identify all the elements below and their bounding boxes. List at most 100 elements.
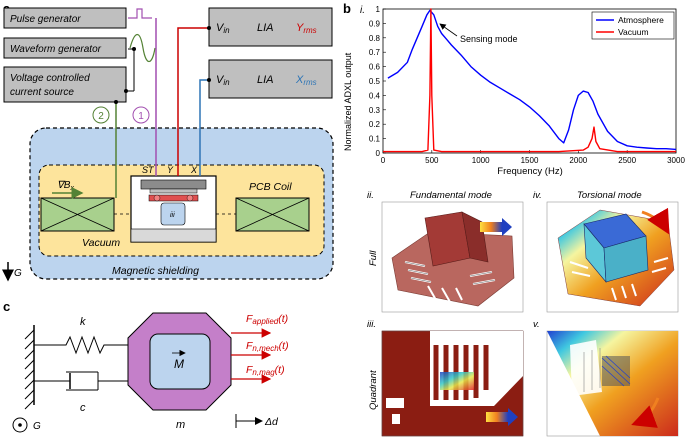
force-mech-label: Fn,mech(t): [246, 340, 289, 353]
y-tick-label: 0.5: [369, 77, 381, 86]
circle-2: [92, 106, 110, 124]
x-tick-label: 500: [425, 156, 439, 165]
x-tick-label: 0: [381, 156, 386, 165]
sub-v-label: v.: [533, 319, 540, 330]
node-waveform: [132, 47, 136, 51]
port-x: X: [190, 165, 198, 175]
sub-iii-label: iii.: [367, 319, 376, 330]
panel-b-label: b: [343, 1, 351, 16]
y-tick-label: 1: [376, 5, 381, 14]
y-tick-label: 0.2: [369, 120, 381, 129]
node-lia-x: [207, 78, 211, 82]
pcb-coil-label: PCB Coil: [249, 181, 292, 193]
fem-fundamental-full: [381, 201, 524, 313]
magnetic-shielding-label: Magnetic shielding: [112, 265, 199, 277]
lia-y-box: Vin LIA Yrms: [208, 7, 333, 47]
y-tick-label: 0.7: [369, 48, 381, 57]
y-tick-label: 0.4: [369, 91, 381, 100]
legend-vacuum: Vacuum: [618, 27, 649, 37]
port-st: ST: [142, 165, 155, 175]
sub-ii-label: ii.: [367, 190, 374, 201]
vacuum-label: Vacuum: [82, 237, 120, 249]
proof-mass: [160, 202, 186, 226]
lia-y-label: LIA: [257, 22, 274, 34]
force-mag-label: Fn,mag(t): [246, 364, 285, 377]
gravity-out-of-page-icon: [12, 417, 28, 433]
x-tick-label: 2000: [569, 156, 587, 165]
x-axis-label: Frequency (Hz): [497, 166, 562, 177]
quadrant-row-label: Quadrant: [368, 370, 379, 410]
motion-direction-arrow-ii: [480, 222, 502, 232]
y-tick-label: 0.8: [369, 34, 381, 43]
mass-label: m: [176, 419, 185, 431]
y-tick-label: 0.6: [369, 63, 381, 72]
port-y: Y: [167, 165, 174, 175]
y-tick-label: 0.3: [369, 106, 381, 115]
chip-cap: [140, 179, 207, 190]
chip-base: [130, 228, 217, 243]
sub-iv-label: iv.: [533, 190, 542, 201]
fem-torsional-full: [546, 201, 679, 313]
force-applied-label: Fapplied(t): [246, 313, 288, 326]
lia-x-label: LIA: [257, 74, 274, 86]
lia-x-box: Vin LIA Xrms: [208, 59, 333, 99]
coil-right: [235, 197, 310, 232]
chip-label: iii: [170, 212, 175, 219]
chip-spring-left: [153, 194, 161, 202]
magnetization-region: [149, 333, 211, 390]
circle-2-label: 2: [98, 111, 104, 122]
damper: [34, 371, 128, 391]
vccs-label-line2: current source: [10, 87, 74, 98]
series-line-vacuum: [383, 8, 676, 153]
waveform-generator-label: Waveform generator: [10, 44, 102, 55]
series-lines: [383, 8, 677, 153]
vccs-label-line1: Voltage controlled: [10, 73, 90, 84]
x-tick-label: 1500: [521, 156, 539, 165]
panel-c-label: c: [3, 299, 10, 314]
wire-y-lia: [177, 27, 209, 176]
fem-fundamental-quadrant: [381, 330, 524, 437]
rotation-arrow-v: [631, 397, 660, 428]
torsional-mode-title: Torsional mode: [577, 190, 642, 201]
gravity-label: G: [14, 268, 22, 279]
pulse-generator-box: Pulse generator: [3, 7, 127, 29]
displacement-label: Δd: [264, 416, 279, 428]
node-lia-y: [207, 26, 211, 30]
series-line-atmosphere: [387, 9, 677, 151]
fixed-wall: [24, 325, 35, 410]
chip-spring-right: [186, 194, 194, 202]
full-row-label: Full: [368, 250, 379, 266]
spring: [34, 335, 128, 355]
pulse-waveform-icon: [128, 8, 152, 19]
y-tick-label: 0: [376, 149, 381, 158]
displacement-indicator: [235, 414, 263, 428]
sensing-mode-annotation: Sensing mode: [460, 34, 518, 44]
rotation-arrow-iv: [641, 207, 670, 235]
fundamental-mode-title: Fundamental mode: [410, 190, 492, 201]
coil-left: [40, 197, 115, 232]
chart-legend: Atmosphere Vacuum: [591, 11, 675, 40]
waveform-generator-box: Waveform generator: [3, 37, 127, 59]
vccs-box: Voltage controlled current source: [3, 66, 127, 103]
pulse-generator-label: Pulse generator: [10, 14, 81, 25]
circle-1: [132, 106, 150, 124]
circle-1-label: 1: [138, 111, 144, 122]
gravity-out-of-page-dot: [18, 423, 22, 427]
y-axis-label: Normalized ADXL output: [343, 52, 353, 151]
node-vccs-out: [114, 100, 118, 104]
sine-waveform-icon: [129, 33, 156, 63]
sub-i-label: i.: [360, 5, 365, 16]
x-tick-label: 1000: [472, 156, 490, 165]
motion-direction-arrow-iii: [486, 412, 508, 422]
damping-label: c: [80, 402, 86, 414]
lia-y-output: Yrms: [296, 22, 317, 35]
sensing-mode-arrow: [439, 23, 458, 37]
x-tick-label: 3000: [667, 156, 685, 165]
fem-torsional-quadrant: [546, 330, 679, 437]
wire-x-lia: [199, 79, 209, 176]
y-axis-ticks: 00.10.20.30.40.50.60.70.80.91: [369, 5, 386, 158]
legend-atmosphere: Atmosphere: [618, 15, 664, 25]
